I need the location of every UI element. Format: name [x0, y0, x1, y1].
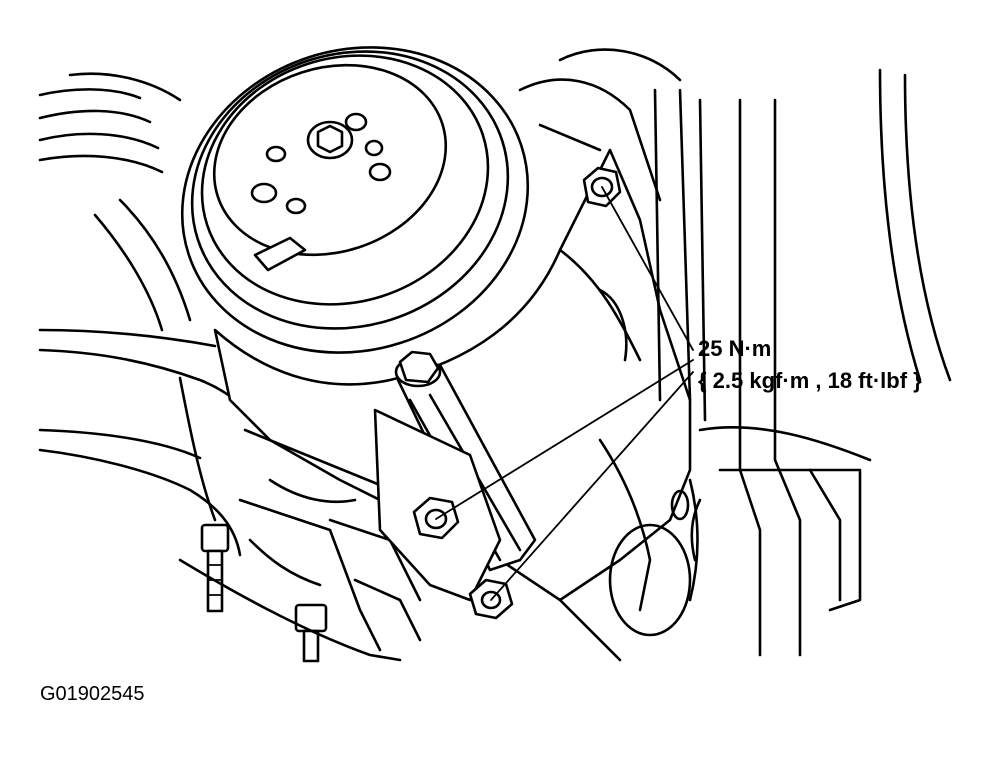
torque-value-metric: 25 N·m: [698, 336, 772, 361]
figure-id: G01902545: [40, 683, 145, 705]
compressor-pulley: [180, 46, 530, 354]
callout-leaders: [435, 186, 694, 601]
engine-background-right: [518, 48, 952, 657]
stud-bolt-bottom: [294, 603, 328, 663]
torque-callout: 25 N·m { 2.5 kgf·m , 18 ft·lbf }: [698, 333, 922, 397]
stud-bolt-left: [200, 523, 230, 613]
torque-value-conversions: { 2.5 kgf·m , 18 ft·lbf }: [698, 368, 922, 393]
engine-background-left: [38, 72, 262, 557]
